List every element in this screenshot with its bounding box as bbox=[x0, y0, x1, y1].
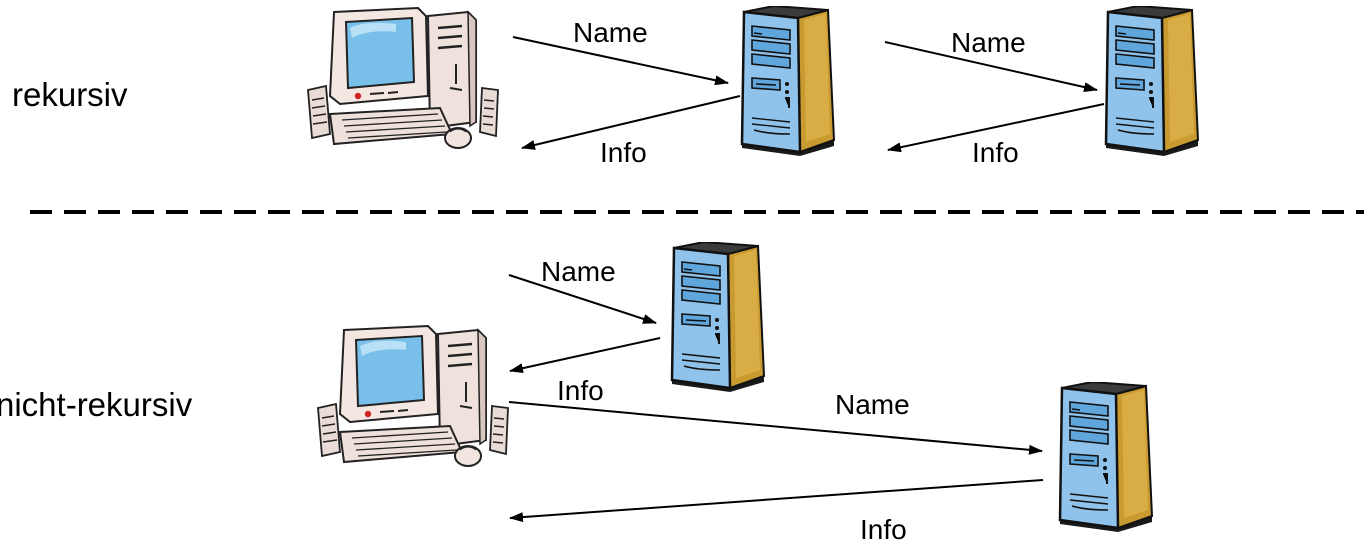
non-recursive-request-label-2: Name bbox=[835, 389, 910, 420]
recursive-request-arrow-1 bbox=[512, 36, 729, 86]
recursive-response-arrow-2 bbox=[887, 103, 1105, 153]
non-recursive-title: nicht-rekursiv bbox=[0, 386, 193, 423]
non-recursive-response-label-2: Info bbox=[860, 514, 907, 545]
non-recursive-response-arrow-1 bbox=[509, 337, 661, 374]
server-1-icon bbox=[670, 242, 766, 392]
recursive-request-label-1: Name bbox=[573, 17, 648, 48]
recursive-title: rekursiv bbox=[12, 76, 128, 113]
recursive-request-label-2: Name bbox=[951, 27, 1026, 58]
non-recursive-response-label-1: Info bbox=[557, 375, 604, 406]
non-recursive-request-label-1: Name bbox=[541, 256, 616, 287]
recursive-response-label-2: Info bbox=[972, 137, 1019, 168]
non-recursive-section: nicht-rekursiv Name Info Name Info bbox=[0, 242, 1154, 545]
recursive-section: rekursiv Name Info Name Info bbox=[12, 6, 1200, 168]
non-recursive-response-arrow-2 bbox=[509, 479, 1044, 523]
server-1-icon bbox=[740, 6, 836, 156]
client-computer-icon bbox=[306, 6, 500, 150]
non-recursive-request-arrow-2 bbox=[508, 401, 1043, 455]
non-recursive-request-arrow-1 bbox=[508, 274, 657, 324]
recursive-request-arrow-2 bbox=[884, 41, 1098, 93]
server-2-icon bbox=[1104, 6, 1200, 156]
server-2-icon bbox=[1058, 382, 1154, 532]
recursive-response-arrow-1 bbox=[521, 95, 741, 150]
recursive-response-label-1: Info bbox=[600, 137, 647, 168]
client-computer-icon bbox=[316, 324, 510, 468]
